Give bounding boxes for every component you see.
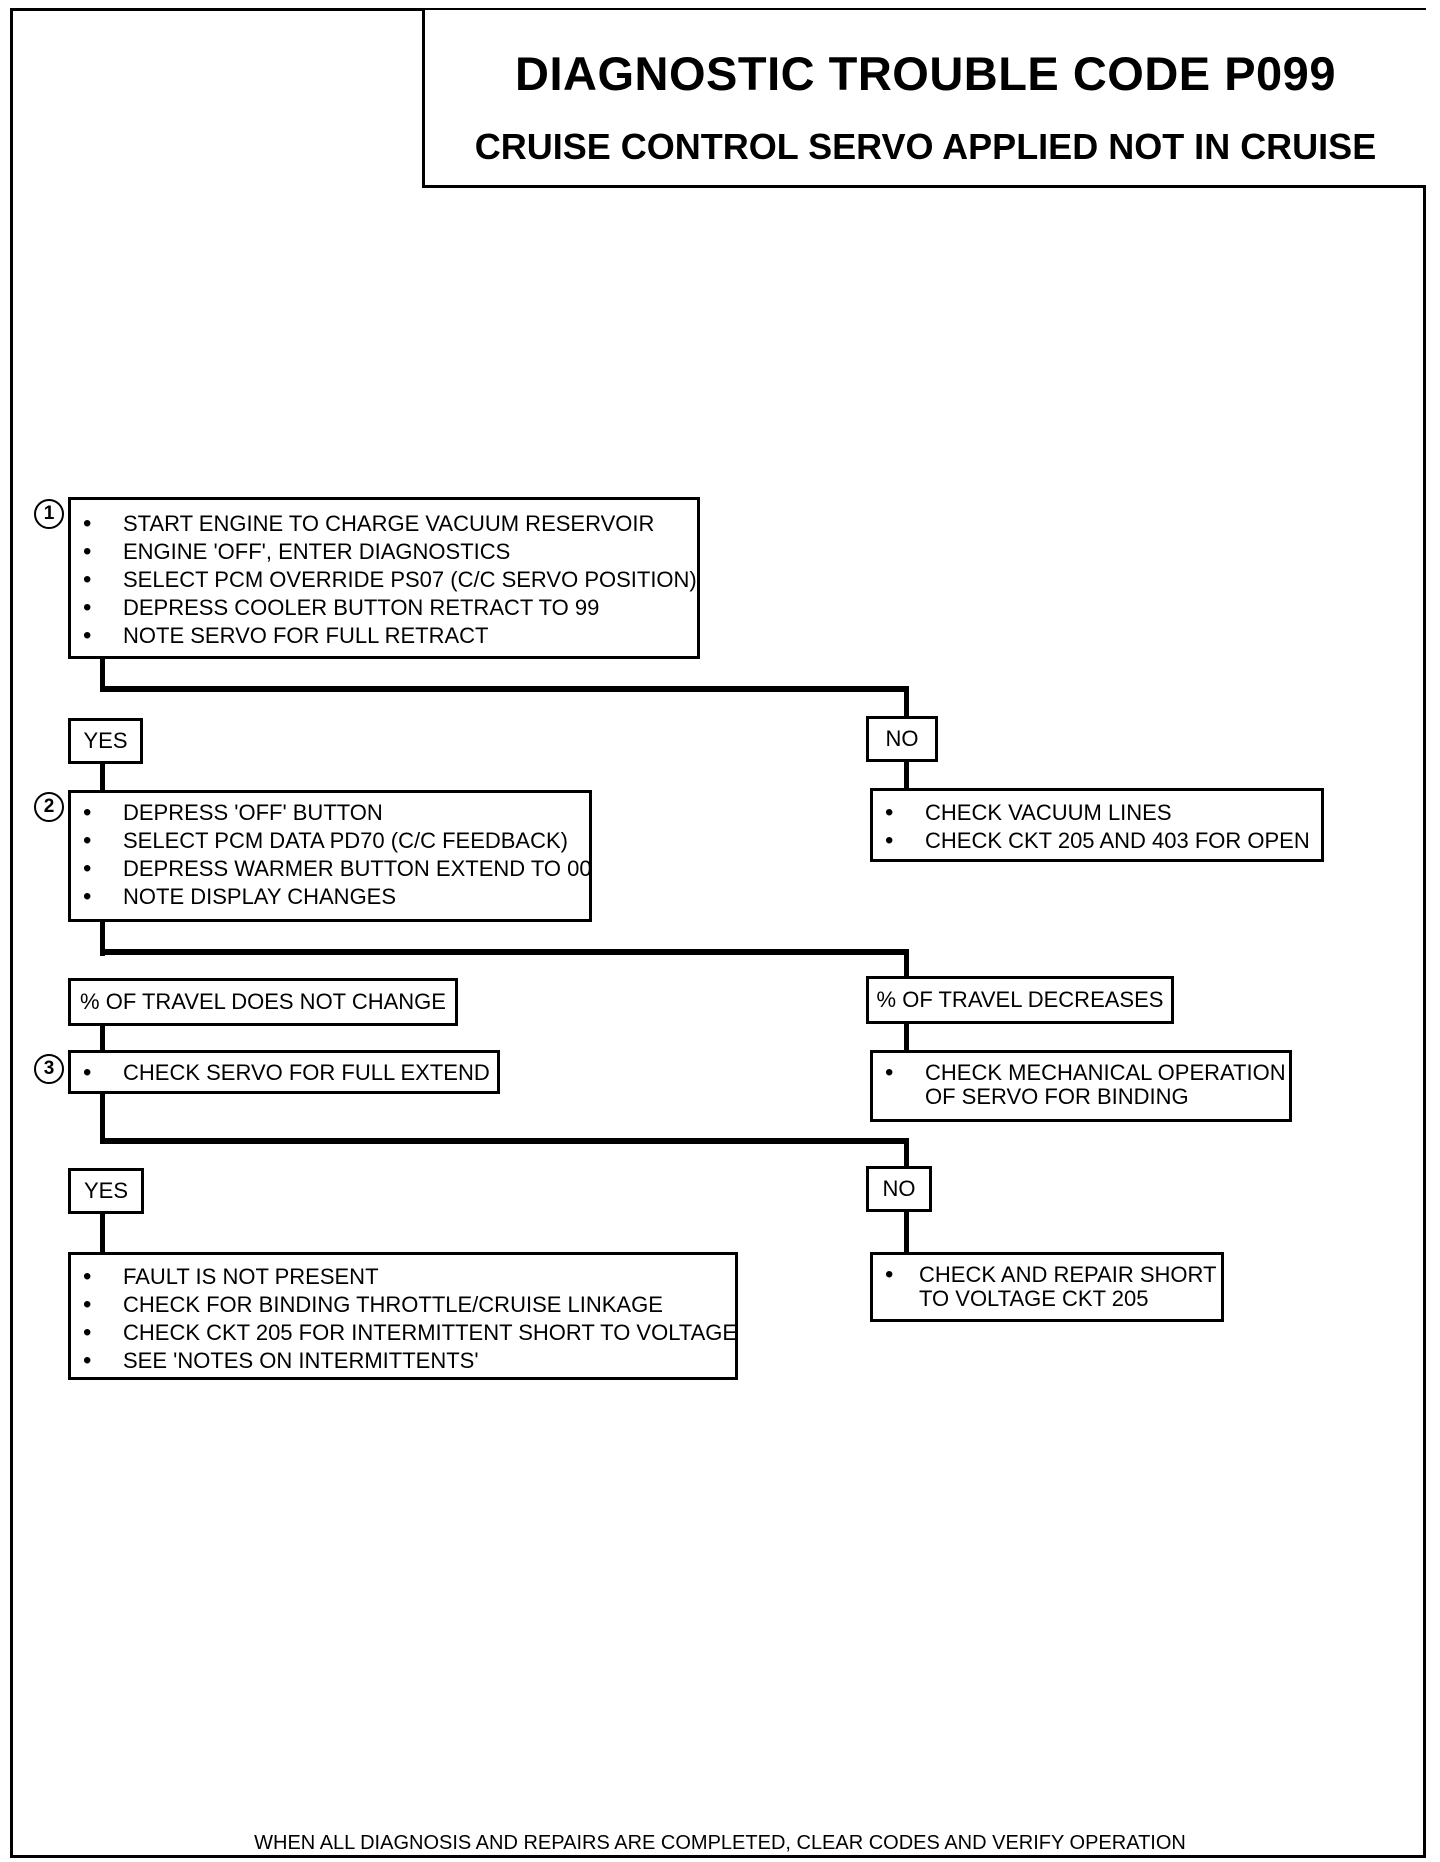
result-item-continued: OF SERVO FOR BINDING	[925, 1084, 1189, 1109]
connector-step3-down	[100, 1092, 105, 1142]
branch-label-no: NO	[866, 716, 938, 762]
step2-box: DEPRESS 'OFF' BUTTON SELECT PCM DATA PD7…	[68, 790, 592, 922]
result-item: CHECK VACUUM LINES	[873, 799, 1321, 827]
branch-label-yes: YES	[68, 718, 143, 764]
result-item: CHECK AND REPAIR SHORT	[873, 1263, 1221, 1288]
result-item: FAULT IS NOT PRESENT	[71, 1263, 735, 1291]
step1-item: START ENGINE TO CHARGE VACUUM RESERVOIR	[71, 510, 697, 538]
connector-no1-down	[904, 760, 909, 790]
connector-decreases-drop	[904, 949, 909, 977]
page-subtitle: CRUISE CONTROL SERVO APPLIED NOT IN CRUI…	[474, 126, 1377, 167]
result-item: SEE 'NOTES ON INTERMITTENTS'	[71, 1347, 735, 1375]
branch-label-no: NO	[866, 1166, 932, 1212]
step3-item: CHECK SERVO FOR FULL EXTEND	[71, 1059, 497, 1087]
step1-item: DEPRESS COOLER BUTTON RETRACT TO 99	[71, 594, 697, 622]
branch-label-travel-decreases: % OF TRAVEL DECREASES	[866, 976, 1174, 1024]
connector-no1-drop	[904, 686, 909, 716]
step2-item: DEPRESS 'OFF' BUTTON	[71, 799, 589, 827]
result-check-mechanical: CHECK MECHANICAL OPERATION OF SERVO FOR …	[870, 1050, 1292, 1122]
branch-label-travel-no-change: % OF TRAVEL DOES NOT CHANGE	[68, 978, 458, 1026]
result-item: CHECK CKT 205 FOR INTERMITTENT SHORT TO …	[71, 1319, 737, 1347]
result-item: CHECK MECHANICAL OPERATION	[873, 1061, 1289, 1086]
result-item: CHECK FOR BINDING THROTTLE/CRUISE LINKAG…	[71, 1291, 735, 1319]
connector-yes2-down	[100, 1212, 105, 1256]
result-item-continued: TO VOLTAGE CKT 205	[919, 1286, 1149, 1311]
step-marker-3: 3	[34, 1054, 64, 1084]
page-title: DIAGNOSTIC TROUBLE CODE P099	[515, 47, 1336, 100]
step3-box: CHECK SERVO FOR FULL EXTEND	[68, 1050, 500, 1094]
connector-step1-down	[100, 658, 105, 692]
connector-no2-drop	[904, 1138, 909, 1168]
page-frame	[10, 8, 1426, 1858]
connector-no2-down	[904, 1210, 909, 1256]
step1-item: ENGINE 'OFF', ENTER DIAGNOSTICS	[71, 538, 697, 566]
step1-box: START ENGINE TO CHARGE VACUUM RESERVOIR …	[68, 497, 700, 659]
connector-branch2	[100, 949, 909, 955]
title-box: DIAGNOSTIC TROUBLE CODE P099 CRUISE CONT…	[422, 10, 1426, 188]
result-fault-not-present: FAULT IS NOT PRESENT CHECK FOR BINDING T…	[68, 1252, 738, 1380]
connector-step2-down	[100, 920, 105, 956]
step-marker-1: 1	[34, 499, 64, 529]
connector-branch3	[100, 1138, 909, 1144]
result-item: CHECK CKT 205 AND 403 FOR OPEN	[873, 827, 1321, 855]
step2-item: NOTE DISPLAY CHANGES	[71, 883, 589, 911]
connector-branch1	[100, 686, 909, 692]
footer-note: WHEN ALL DIAGNOSIS AND REPAIRS ARE COMPL…	[254, 1832, 1186, 1854]
connector-yes1-down	[100, 762, 105, 792]
branch-label-yes: YES	[68, 1168, 144, 1214]
connector-decreases-down	[904, 1022, 909, 1052]
step2-item: SELECT PCM DATA PD70 (C/C FEEDBACK)	[71, 827, 589, 855]
step1-item: SELECT PCM OVERRIDE PS07 (C/C SERVO POSI…	[71, 566, 697, 594]
step2-item: DEPRESS WARMER BUTTON EXTEND TO 00	[71, 855, 592, 883]
step-marker-2: 2	[34, 792, 64, 822]
step1-item: NOTE SERVO FOR FULL RETRACT	[71, 622, 697, 650]
connector-nochange-down	[100, 1024, 105, 1052]
result-repair-short: CHECK AND REPAIR SHORT TO VOLTAGE CKT 20…	[870, 1252, 1224, 1322]
result-check-vacuum: CHECK VACUUM LINES CHECK CKT 205 AND 403…	[870, 788, 1324, 862]
